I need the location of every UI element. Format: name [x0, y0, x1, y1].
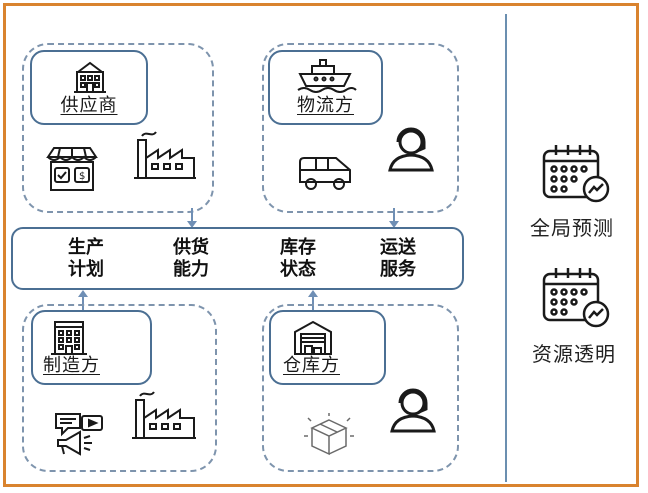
supplier-label: 供应商: [60, 95, 118, 116]
arrow-warehouse-to-bar: [308, 290, 318, 310]
factory-icon: [132, 391, 196, 439]
bar-item-inventory-status: 库存 状态: [263, 237, 333, 281]
warehouse-icon: [294, 320, 332, 355]
manufacturer-label: 制造方: [43, 355, 100, 376]
bar-item-line2: 服务: [380, 259, 416, 280]
factory-icon: [134, 131, 196, 179]
vertical-divider: [505, 14, 507, 482]
forecast-label: 全局预测: [530, 216, 614, 240]
transparency-label: 资源透明: [532, 342, 616, 366]
office-building-icon: [51, 321, 87, 355]
building-icon: [74, 61, 106, 93]
bar-item-delivery-service: 运送 服务: [363, 237, 433, 281]
warehouse-label-box[interactable]: 仓库方: [269, 310, 386, 385]
arrow-manufacturer-to-bar: [78, 290, 88, 310]
shared-info-bar: 生产 计划 供货 能力 库存 状态 运送 服务: [11, 227, 464, 290]
bar-item-line2: 状态: [280, 259, 316, 280]
bar-item-supply-capacity: 供货 能力: [156, 237, 226, 281]
logistics-label-box[interactable]: 物流方: [268, 50, 383, 125]
bar-item-line1: 供货: [173, 237, 209, 258]
logistics-label: 物流方: [297, 95, 354, 116]
warehouse-label: 仓库方: [283, 355, 340, 376]
support-agent-icon: [390, 388, 436, 433]
calendar-transparency-icon: [542, 268, 610, 328]
supplier-label-box[interactable]: 供应商: [30, 50, 148, 125]
shop-icon: $: [46, 147, 98, 191]
delivery-van-icon: [299, 157, 351, 190]
bar-item-line1: 运送: [380, 237, 416, 258]
bar-item-line1: 生产: [68, 237, 104, 258]
svg-text:$: $: [79, 171, 85, 182]
arrow-supplier-to-bar: [187, 208, 197, 228]
supplier-group: [22, 43, 214, 213]
support-agent-icon: [388, 127, 434, 172]
manufacturer-label-box[interactable]: 制造方: [31, 310, 152, 385]
bar-item-production-plan: 生产 计划: [51, 237, 121, 281]
manufacturer-group: [22, 304, 217, 472]
warehouse-group: [262, 304, 459, 472]
bar-item-line2: 计划: [68, 259, 104, 280]
logistics-group: [262, 43, 459, 213]
ship-icon: [297, 59, 357, 93]
arrow-logistics-to-bar: [389, 208, 399, 228]
bar-item-line2: 能力: [173, 259, 209, 280]
package-box-icon: [304, 413, 354, 456]
bar-item-line1: 库存: [280, 237, 316, 258]
media-promotion-icon: [55, 413, 103, 456]
calendar-forecast-icon: [542, 145, 610, 203]
